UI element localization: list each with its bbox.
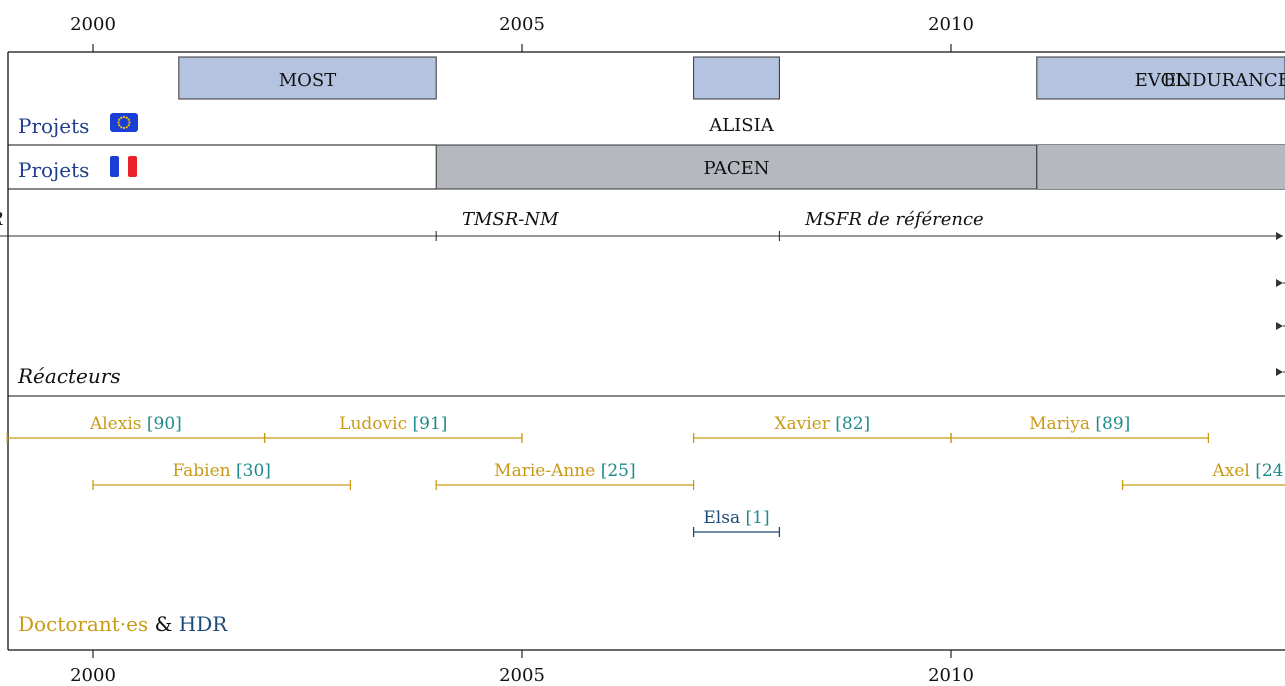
- person-label: Ludovic [91]: [339, 414, 447, 434]
- bottom-year-axis: 200020052010201520202025: [70, 650, 974, 686]
- person-entry: Alexis [90]: [6, 414, 266, 443]
- reactor-arrow-head: [1276, 368, 1283, 376]
- eu-project-label: MOST: [279, 70, 337, 91]
- eu-project-label: EVOL: [1135, 70, 1188, 91]
- people-title-hdr: HDR: [179, 612, 228, 636]
- person-reference: [25]: [595, 461, 635, 481]
- person-reference: [1]: [740, 508, 769, 528]
- person-entry: Axel [24]: [1121, 461, 1285, 490]
- people-title-doctorants: Doctorant·es: [18, 612, 148, 636]
- person-label: Mariya [89]: [1029, 414, 1130, 434]
- eu-flag-star: [120, 116, 123, 119]
- eu-flag-star: [127, 124, 130, 127]
- eu-flag-star: [122, 126, 126, 130]
- person-entry: Xavier [82]: [692, 414, 952, 443]
- reactor-arrow-head: [1276, 279, 1283, 287]
- person-label: Xavier [82]: [774, 414, 870, 434]
- person-entry: Elsa [1]: [692, 508, 781, 537]
- eu-flag-star: [127, 118, 130, 121]
- person-label: Elsa [1]: [703, 508, 769, 528]
- eu-flag-star: [118, 118, 121, 121]
- france-flag-blue: [110, 156, 119, 177]
- top-axis-year-label: 2010: [928, 14, 974, 35]
- top-year-axis: 200020052010201520202025: [70, 14, 974, 52]
- eu-flag-icon: [110, 113, 138, 132]
- person-reference: [91]: [407, 414, 447, 434]
- eu-flag-star: [125, 126, 128, 129]
- person-name: Fabien: [172, 461, 230, 481]
- eu-project-bar: [693, 56, 780, 100]
- eu-project-label: ENDURANCE: [1163, 70, 1285, 91]
- person-name: Axel: [1211, 461, 1249, 481]
- reactor-label: MSFR de référence: [804, 209, 984, 230]
- person-entry: Mariya [89]: [950, 414, 1210, 443]
- people-title-amp: &: [148, 612, 179, 636]
- top-axis-year-label: 2000: [70, 14, 116, 35]
- person-name: Elsa: [703, 508, 740, 528]
- fr-project-bar: [1036, 145, 1285, 189]
- person-name: Ludovic: [339, 414, 407, 434]
- eu-flag-star: [117, 121, 120, 124]
- person-reference: [30]: [231, 461, 271, 481]
- timeline-frame: [7, 51, 1285, 651]
- eu-flag-star: [125, 116, 128, 119]
- bottom-axis-year-label: 2010: [928, 665, 974, 686]
- person-reference: [24]: [1250, 461, 1285, 481]
- person-entry: Ludovic [91]: [263, 414, 523, 443]
- bottom-axis-year-label: 2005: [499, 665, 545, 686]
- person-label: Marie-Anne [25]: [494, 461, 635, 481]
- person-reference: [90]: [142, 414, 182, 434]
- person-entry: Fabien [30]: [92, 461, 352, 490]
- reactor-arrow-head: [1276, 322, 1283, 330]
- person-name: Xavier: [774, 414, 830, 434]
- person-label: Axel [24]: [1211, 461, 1285, 481]
- eu-project-bar: [178, 56, 437, 100]
- eu-flag-star: [118, 124, 121, 127]
- france-flag-white: [119, 156, 128, 177]
- bottom-axis-year-label: 2000: [70, 665, 116, 686]
- person-entry: Marie-Anne [25]: [435, 461, 695, 490]
- person-name: Alexis: [89, 414, 142, 434]
- reactor-arrow-head: [1276, 232, 1283, 240]
- person-reference: [89]: [1090, 414, 1130, 434]
- eu-flag-star: [120, 126, 123, 129]
- fr-project-bar: [435, 144, 1038, 190]
- eu-project-bar: [1036, 56, 1285, 100]
- france-flag-icon: [110, 156, 137, 177]
- top-axis-year-label: 2005: [499, 14, 545, 35]
- reactor-label: TMSR: [0, 209, 3, 230]
- eu-projects-title: Projets: [18, 114, 89, 138]
- people-title: Doctorant·es & HDR: [18, 612, 228, 636]
- person-label: Fabien [30]: [172, 461, 270, 481]
- person-name: Mariya: [1029, 414, 1090, 434]
- reactors-title: Réacteurs: [17, 364, 121, 388]
- person-name: Marie-Anne: [494, 461, 595, 481]
- people-section: Alexis [90] Ludovic [91] Xavier [82] Mariya…: [6, 414, 1285, 636]
- eu-projects-section: MOSTALISIAEVOLSAMOFARSAMOSAFERENDURANCEM…: [18, 56, 1285, 138]
- eu-flag-star: [122, 115, 126, 119]
- french-projects-section: PACENNEEDSISACProjets: [18, 144, 1285, 190]
- france-flag-red: [128, 156, 137, 177]
- reactor-label: TMSR-NM: [462, 209, 559, 230]
- eu-project-label: ALISIA: [708, 115, 775, 136]
- fr-project-label: PACEN: [703, 158, 769, 179]
- eu-flag-star: [128, 121, 131, 124]
- fr-projects-title: Projets: [18, 158, 89, 182]
- eu-flag-field: [110, 113, 138, 132]
- person-reference: [82]: [830, 414, 870, 434]
- person-label: Alexis [90]: [89, 414, 182, 434]
